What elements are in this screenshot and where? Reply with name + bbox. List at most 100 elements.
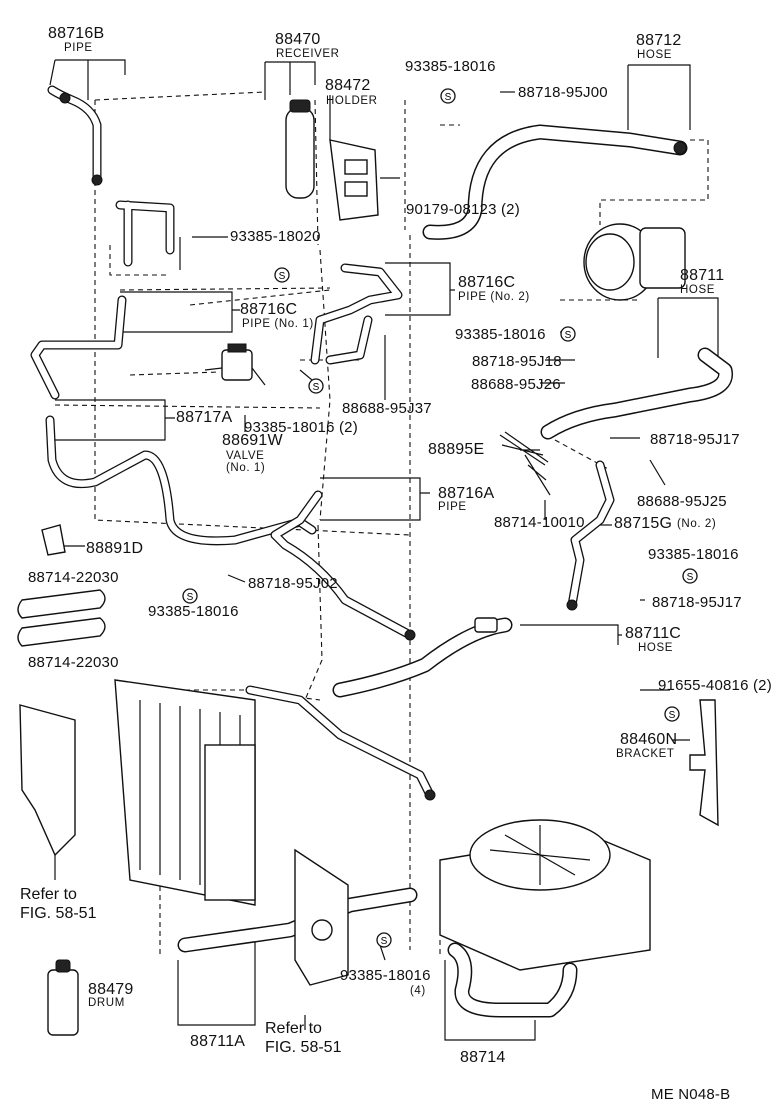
s-markers: S S S S S S S S — [182, 88, 698, 948]
part-number-88891D: 88891D — [86, 540, 144, 557]
figure-code: ME N048-B — [651, 1086, 731, 1103]
condenser — [114, 679, 256, 906]
part-name-88460N: BRACKET — [616, 748, 675, 760]
part-name-88716A: PIPE — [438, 501, 467, 513]
part-name-88716C-no1: PIPE (No. 1) — [242, 318, 314, 330]
part-number-88718-95J18: 88718-95J18 — [472, 353, 562, 370]
part-number-93385-18016-left: 93385-18016 — [148, 603, 239, 620]
sleeves-88714-22030 — [17, 589, 106, 647]
hose-88711C — [332, 617, 513, 698]
pipe-88715G — [566, 460, 615, 611]
s-marker-label: S — [313, 382, 320, 393]
hose-88711 — [540, 347, 733, 440]
part-number-88688-95J37: 88688-95J37 — [342, 400, 432, 417]
part-name-88716B: PIPE — [64, 42, 93, 54]
part-number-88717A: 88717A — [176, 409, 233, 426]
receiver-88470 — [285, 99, 315, 199]
compressor — [583, 223, 686, 301]
left-panel — [19, 704, 76, 857]
s-marker-label: S — [381, 936, 388, 947]
part-number-93385-18016-4: 93385-18016 — [340, 967, 431, 984]
part-number-88718-95J02: 88718-95J02 — [248, 575, 338, 592]
pipe-88716B — [47, 85, 103, 186]
part-number-88691W: 88691W — [222, 432, 283, 449]
hose-88712 — [422, 124, 688, 240]
part-sub-88691W: (No. 1) — [226, 462, 266, 474]
part-name-88470: RECEIVER — [276, 48, 340, 60]
s-marker: S — [664, 706, 680, 722]
part-number-88472: 88472 — [325, 77, 371, 94]
part-number-93385-18016-2: 93385-18016 (2) — [244, 419, 358, 436]
part-number-90179-08123: 90179-08123 (2) — [406, 201, 520, 218]
s-marker-label: S — [687, 572, 694, 583]
fan-assembly — [439, 819, 651, 971]
part-number-88718-95J17-a: 88718-95J17 — [650, 431, 740, 448]
part-number-88716A: 88716A — [438, 485, 495, 502]
bracket-88460N — [689, 699, 719, 827]
part-number-93385-18020: 93385-18020 — [230, 228, 321, 245]
valve-88691W — [204, 343, 266, 386]
part-number-88895E: 88895E — [428, 441, 485, 458]
s-marker-label: S — [187, 592, 194, 603]
part-name-88716C-no2: PIPE (No. 2) — [458, 291, 530, 303]
part-number-93385-18016-mid: 93385-18016 — [455, 326, 546, 343]
part-name-88691W: VALVE — [226, 450, 265, 462]
part-name-88711C: HOSE — [638, 642, 673, 654]
clamp-88891D — [41, 524, 66, 556]
refer-to-left-line1: Refer to — [20, 886, 77, 903]
part-number-93385-18016-right: 93385-18016 — [648, 546, 739, 563]
s-marker-label: S — [565, 330, 572, 341]
refer-to-bottom-line1: Refer to — [265, 1020, 322, 1037]
part-name-88711: HOSE — [680, 284, 715, 296]
s-marker: S — [182, 588, 198, 604]
part-number-88718-95J17-b: 88718-95J17 — [652, 594, 742, 611]
part-name-88479: DRUM — [88, 997, 125, 1009]
refer-to-left-line2: FIG. 58-51 — [20, 905, 97, 922]
s-marker: S — [682, 568, 698, 584]
part-number-88715G: 88715G — [614, 515, 673, 532]
pipe-88716C-no2 — [310, 263, 403, 365]
part-number-88718-95J00: 88718-95J00 — [518, 84, 608, 101]
s-marker: S — [274, 267, 290, 283]
part-number-88711A: 88711A — [190, 1033, 246, 1050]
refer-to-bottom-line2: FIG. 58-51 — [265, 1039, 342, 1056]
pipe-88716A — [270, 490, 416, 641]
part-name-88472: HOLDER — [326, 95, 378, 107]
part-number-88460N: 88460N — [620, 731, 678, 748]
part-number-88714-22030-b: 88714-22030 — [28, 654, 119, 671]
part-number-88711: 88711 — [680, 267, 725, 284]
s-marker: S — [560, 326, 576, 342]
s-marker: S — [440, 88, 456, 104]
s-marker: S — [308, 378, 324, 394]
springs — [499, 431, 551, 496]
s-marker: S — [376, 932, 392, 948]
hose-88714 — [447, 942, 578, 1018]
part-number-88716C-no2: 88716C — [458, 274, 516, 291]
s-marker-label: S — [279, 271, 286, 282]
part-number-88711C: 88711C — [625, 625, 682, 642]
part-number-88714-22030-a: 88714-22030 — [28, 569, 119, 586]
part-number-91655-40816: 91655-40816 (2) — [658, 677, 772, 694]
part-number-93385-18016-top: 93385-18016 — [405, 58, 496, 75]
pipe-88717A — [45, 415, 317, 546]
part-number-88688-95J26: 88688-95J26 — [471, 376, 561, 393]
part-number-88712: 88712 — [636, 32, 682, 49]
pipe-88716C-no1 — [30, 200, 175, 400]
part-number-88714: 88714 — [460, 1049, 506, 1066]
part-number-88716C-no1: 88716C — [240, 301, 298, 318]
part-sub-88715G: (No. 2) — [677, 518, 717, 530]
drum-88479 — [47, 959, 79, 1036]
part-name-88712: HOSE — [637, 49, 672, 61]
pipe-lower-center — [245, 685, 436, 801]
s-marker-label: S — [445, 92, 452, 103]
part-number-88688-95J25: 88688-95J25 — [637, 493, 727, 510]
part-number-88479: 88479 — [88, 981, 134, 998]
part-number-88470: 88470 — [275, 31, 321, 48]
holder-88472 — [329, 139, 379, 221]
part-number-88716B: 88716B — [48, 25, 105, 42]
part-sub-93385-18016-4: (4) — [410, 985, 426, 997]
part-number-88714-10010: 88714-10010 — [494, 514, 585, 531]
s-marker-label: S — [669, 710, 676, 721]
bottom-panel — [294, 848, 349, 986]
